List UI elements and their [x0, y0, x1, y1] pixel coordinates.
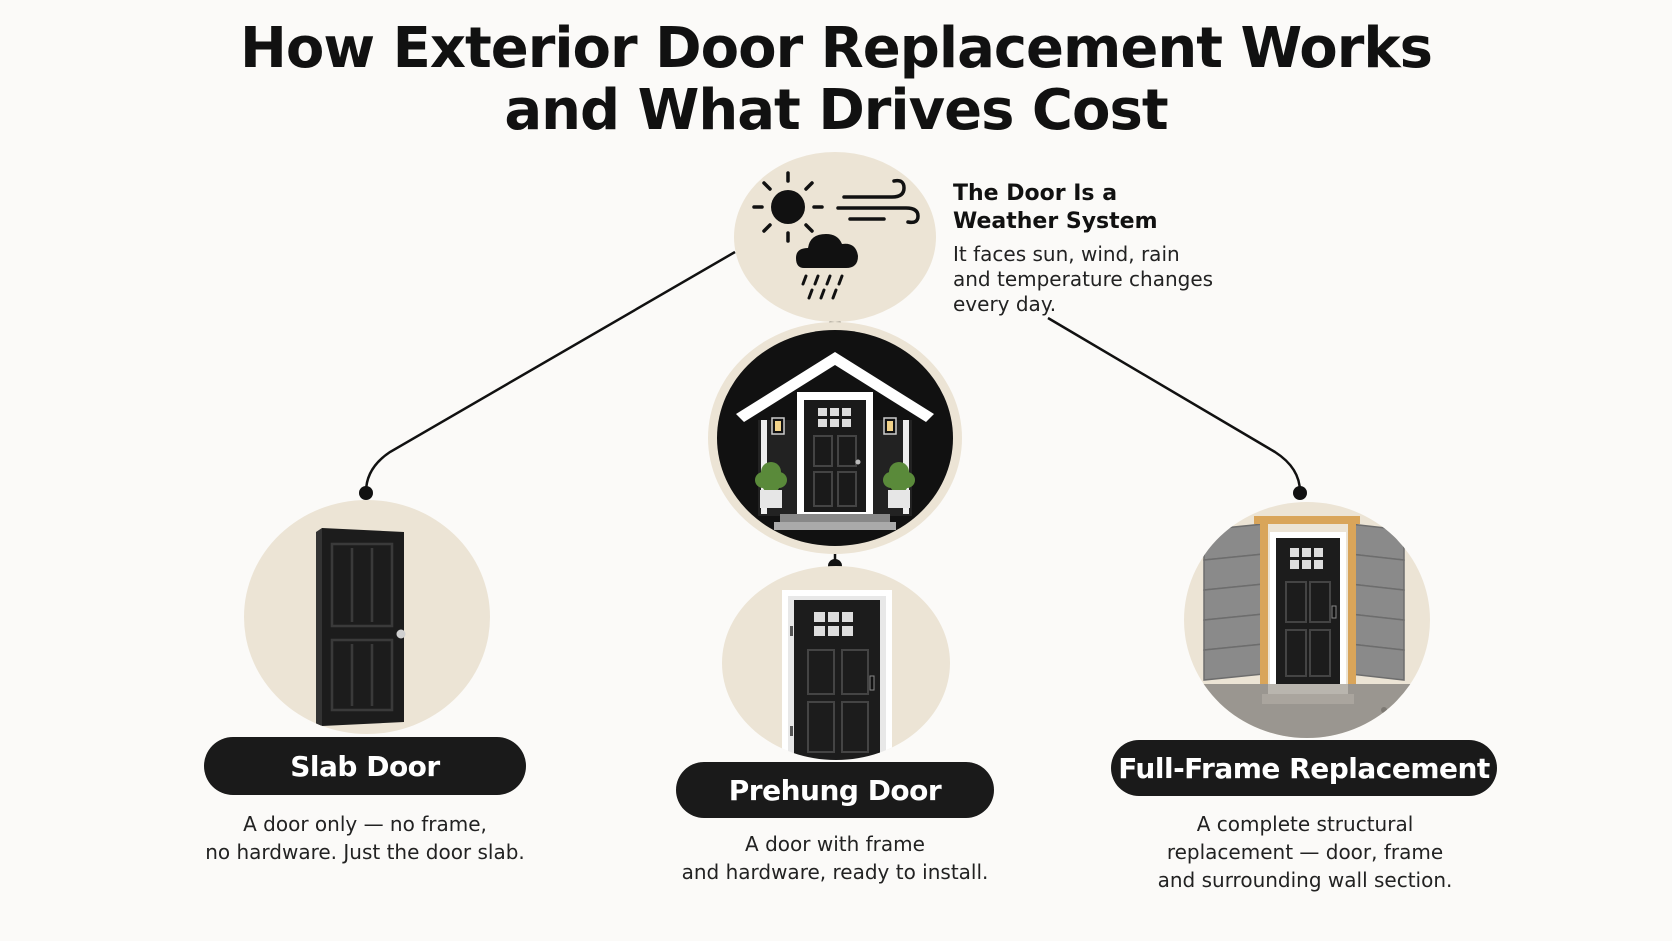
prehung-door-desc-line-2: and hardware, ready to install. [681, 860, 989, 884]
wind-icon [836, 178, 920, 225]
slab-door-icon [316, 528, 406, 726]
slab-door-desc-line-2: no hardware. Just the door slab. [205, 840, 525, 864]
weather-heading-line-2: Weather System [953, 209, 1158, 234]
slab-door-description: A door only — no frame, no hardware. Jus… [180, 810, 550, 866]
slab-door-label: Slab Door [204, 737, 526, 795]
prehung-door-icon [782, 590, 892, 760]
slab-door-circle [244, 500, 490, 734]
title-line-1: How Exterior Door Replacement Works [240, 16, 1433, 81]
weather-desc-line-3: every day. [953, 292, 1057, 316]
weather-description: It faces sun, wind, rain and temperature… [953, 242, 1253, 317]
full-frame-desc-line-1: A complete structural [1196, 812, 1414, 836]
full-frame-circle [1184, 502, 1430, 738]
rain-cloud-icon [796, 234, 858, 300]
full-frame-desc-line-2: replacement — door, frame [1166, 840, 1444, 864]
weather-desc-line-2: and temperature changes [953, 267, 1214, 291]
full-frame-label: Full-Frame Replacement [1111, 740, 1497, 796]
slab-door-desc-line-1: A door only — no frame, [243, 812, 487, 836]
prehung-door-description: A door with frame and hardware, ready to… [650, 830, 1020, 886]
prehung-door-circle [722, 566, 950, 760]
title-line-2: and What Drives Cost [504, 78, 1168, 143]
page-title: How Exterior Door Replacement Works and … [0, 18, 1672, 142]
prehung-door-label: Prehung Door [676, 762, 994, 818]
weather-circle [734, 152, 936, 322]
full-frame-description: A complete structural replacement — door… [1110, 810, 1500, 894]
house-circle [708, 322, 962, 554]
prehung-door-desc-line-1: A door with frame [745, 832, 925, 856]
weather-heading-line-1: The Door Is a [953, 181, 1118, 206]
house-icon [717, 330, 953, 546]
full-frame-desc-line-3: and surrounding wall section. [1157, 868, 1453, 892]
weather-heading: The Door Is a Weather System [953, 180, 1213, 236]
weather-desc-line-1: It faces sun, wind, rain [953, 242, 1180, 266]
full-frame-icon [1194, 516, 1420, 738]
sun-icon [752, 171, 824, 243]
